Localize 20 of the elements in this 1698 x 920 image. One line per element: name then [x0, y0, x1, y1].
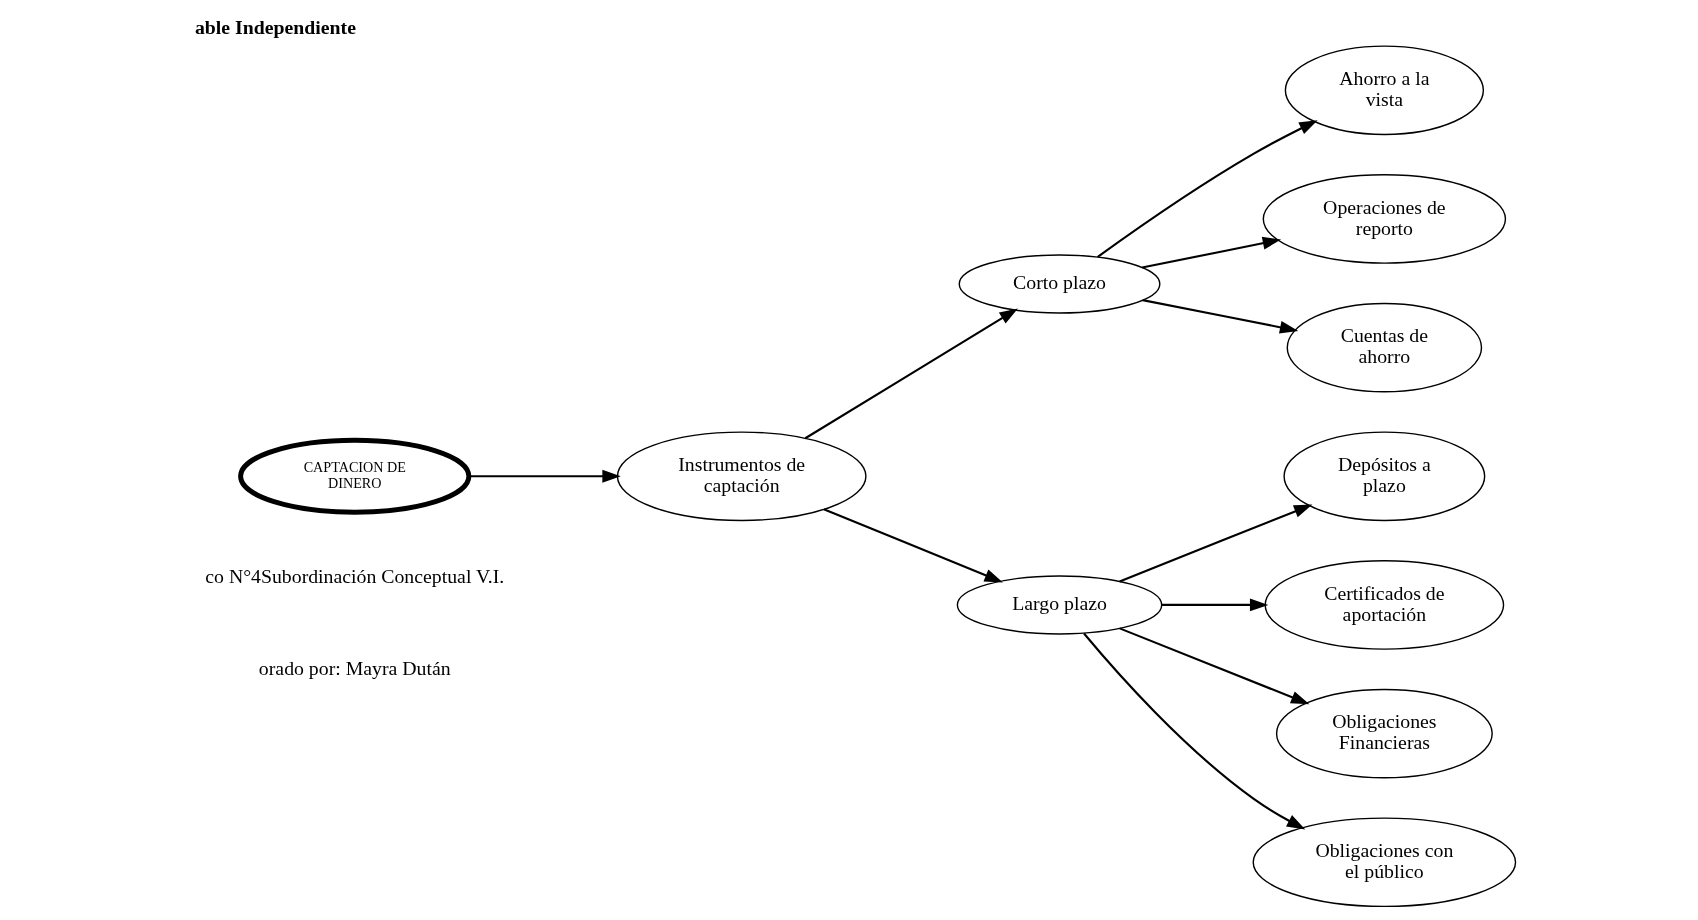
arrow [804, 308, 1018, 440]
node-ellipse: Cuentas de ahorro [1286, 302, 1482, 393]
arrow [468, 469, 621, 483]
node-ellipse: Instrumentos de captación [616, 431, 867, 522]
label: co N°4Subordinación Conceptual V.I. [204, 565, 504, 588]
arrow [1082, 632, 1305, 830]
arrow [1161, 598, 1268, 612]
arrow [1141, 236, 1281, 269]
label: orado por: Mayra Dután [258, 657, 451, 680]
arrow [1118, 504, 1312, 583]
diagram-title: able Independiente [194, 15, 356, 38]
node-ellipse: Corto plazo [958, 254, 1160, 314]
node-ellipse: CAPTACION DE DINERO [237, 437, 471, 515]
arrow [822, 508, 1003, 583]
node-ellipse: Largo plazo [956, 575, 1162, 635]
arrow [1141, 299, 1298, 334]
arrow [1096, 120, 1318, 258]
node-ellipse: Certificados de aportación [1264, 560, 1504, 650]
arrow [1118, 627, 1309, 705]
node-ellipse: Depósitos a plazo [1282, 431, 1485, 522]
